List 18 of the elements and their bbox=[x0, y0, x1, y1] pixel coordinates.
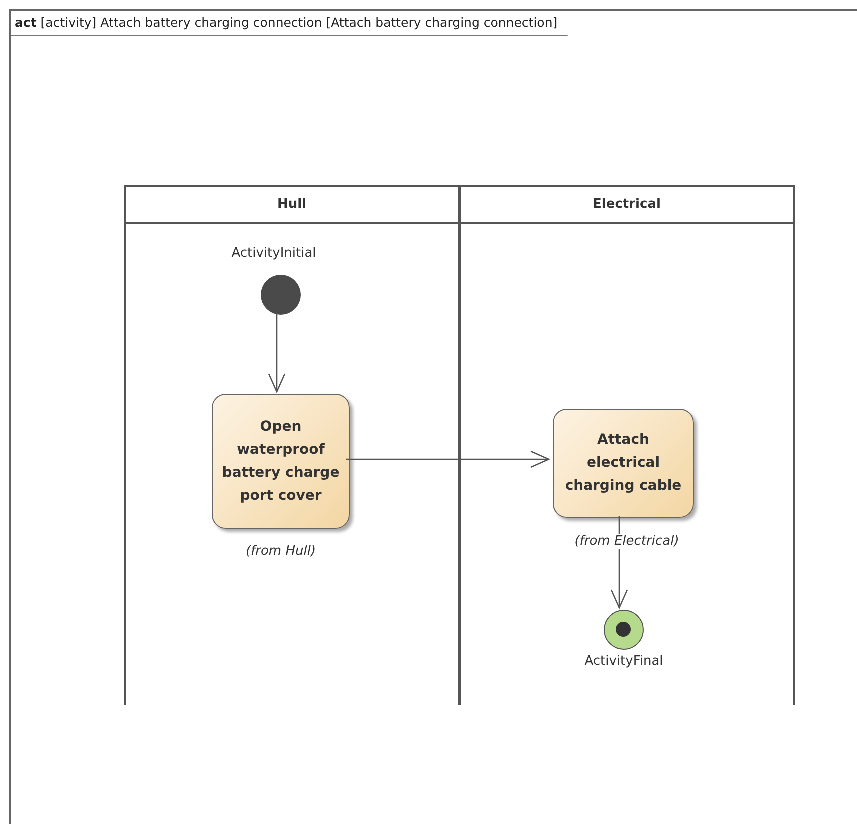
node-name: ActivityInitial bbox=[230, 246, 318, 261]
activity-frame bbox=[9, 9, 857, 824]
action-label: Attach electrical charging cable bbox=[564, 431, 683, 496]
action-box bbox=[212, 394, 350, 529]
owner-note: (from Electrical) bbox=[574, 534, 680, 549]
control-flow-arrow bbox=[346, 450, 550, 468]
lane-header: Hull bbox=[126, 185, 458, 224]
swimlane bbox=[124, 185, 460, 705]
lane-header: Electrical bbox=[461, 185, 793, 224]
node-name: ActivityFinal bbox=[584, 654, 664, 669]
final-node bbox=[604, 610, 644, 650]
action-label: Open waterproof battery charge port cover bbox=[221, 418, 341, 506]
owner-note: (from Hull) bbox=[244, 544, 318, 559]
control-flow-arrow bbox=[610, 516, 628, 609]
action-box bbox=[553, 409, 694, 518]
swimlane bbox=[459, 185, 795, 705]
control-flow-arrow bbox=[268, 313, 286, 393]
initial-node bbox=[261, 275, 301, 315]
